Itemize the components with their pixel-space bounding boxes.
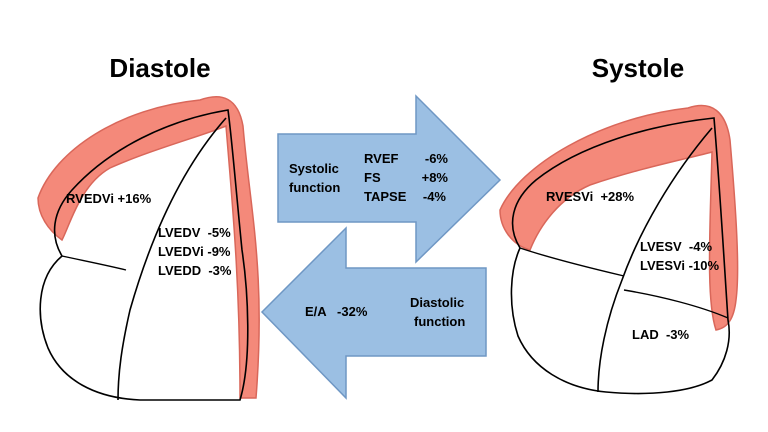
diastole-myocardium [37, 96, 260, 399]
systole-mitral-plane [623, 289, 729, 319]
rvef-name: RVEF [364, 151, 398, 166]
diastole-heart [37, 96, 260, 401]
diastole-septum [117, 117, 227, 401]
lvesv-label: LVESV -4% [640, 239, 712, 254]
lad-label: LAD -3% [632, 327, 690, 342]
tapse-name: TAPSE [364, 189, 407, 204]
systolic-heading-line-2: function [289, 180, 340, 195]
systole-heart [499, 104, 739, 395]
diastole-title: Diastole [109, 53, 210, 83]
diastolic-heading-line-2: function [414, 314, 465, 329]
systole-myocardium [499, 104, 739, 331]
diastolic-function-arrow [260, 226, 487, 400]
systole-title: Systole [592, 53, 685, 83]
systole-lv-outline [510, 117, 731, 395]
ea-label: E/A -32% [305, 304, 368, 319]
systolic-function-arrow [277, 94, 502, 264]
fs-name: FS [364, 170, 381, 185]
rvesvi-label: RVESVi +28% [546, 189, 634, 204]
rvedvi-label: RVEDVi +16% [66, 191, 152, 206]
diastole-annulus [61, 255, 127, 271]
lvedv-label: LVEDV -5% [158, 225, 231, 240]
diastolic-heading-line-1: Diastolic [410, 295, 464, 310]
lvesvi-label: LVESVi -10% [640, 258, 719, 273]
lvedd-label: LVEDD -3% [158, 263, 232, 278]
rvef-value: -6% [425, 151, 449, 166]
diastole-lv-outline [39, 109, 249, 401]
fs-value: +8% [422, 170, 449, 185]
tapse-value: -4% [423, 189, 447, 204]
systole-annulus [519, 247, 625, 277]
systolic-heading-line-1: Systolic [289, 161, 339, 176]
lvedvi-label: LVEDVi -9% [158, 244, 231, 259]
systole-septum [597, 127, 713, 393]
